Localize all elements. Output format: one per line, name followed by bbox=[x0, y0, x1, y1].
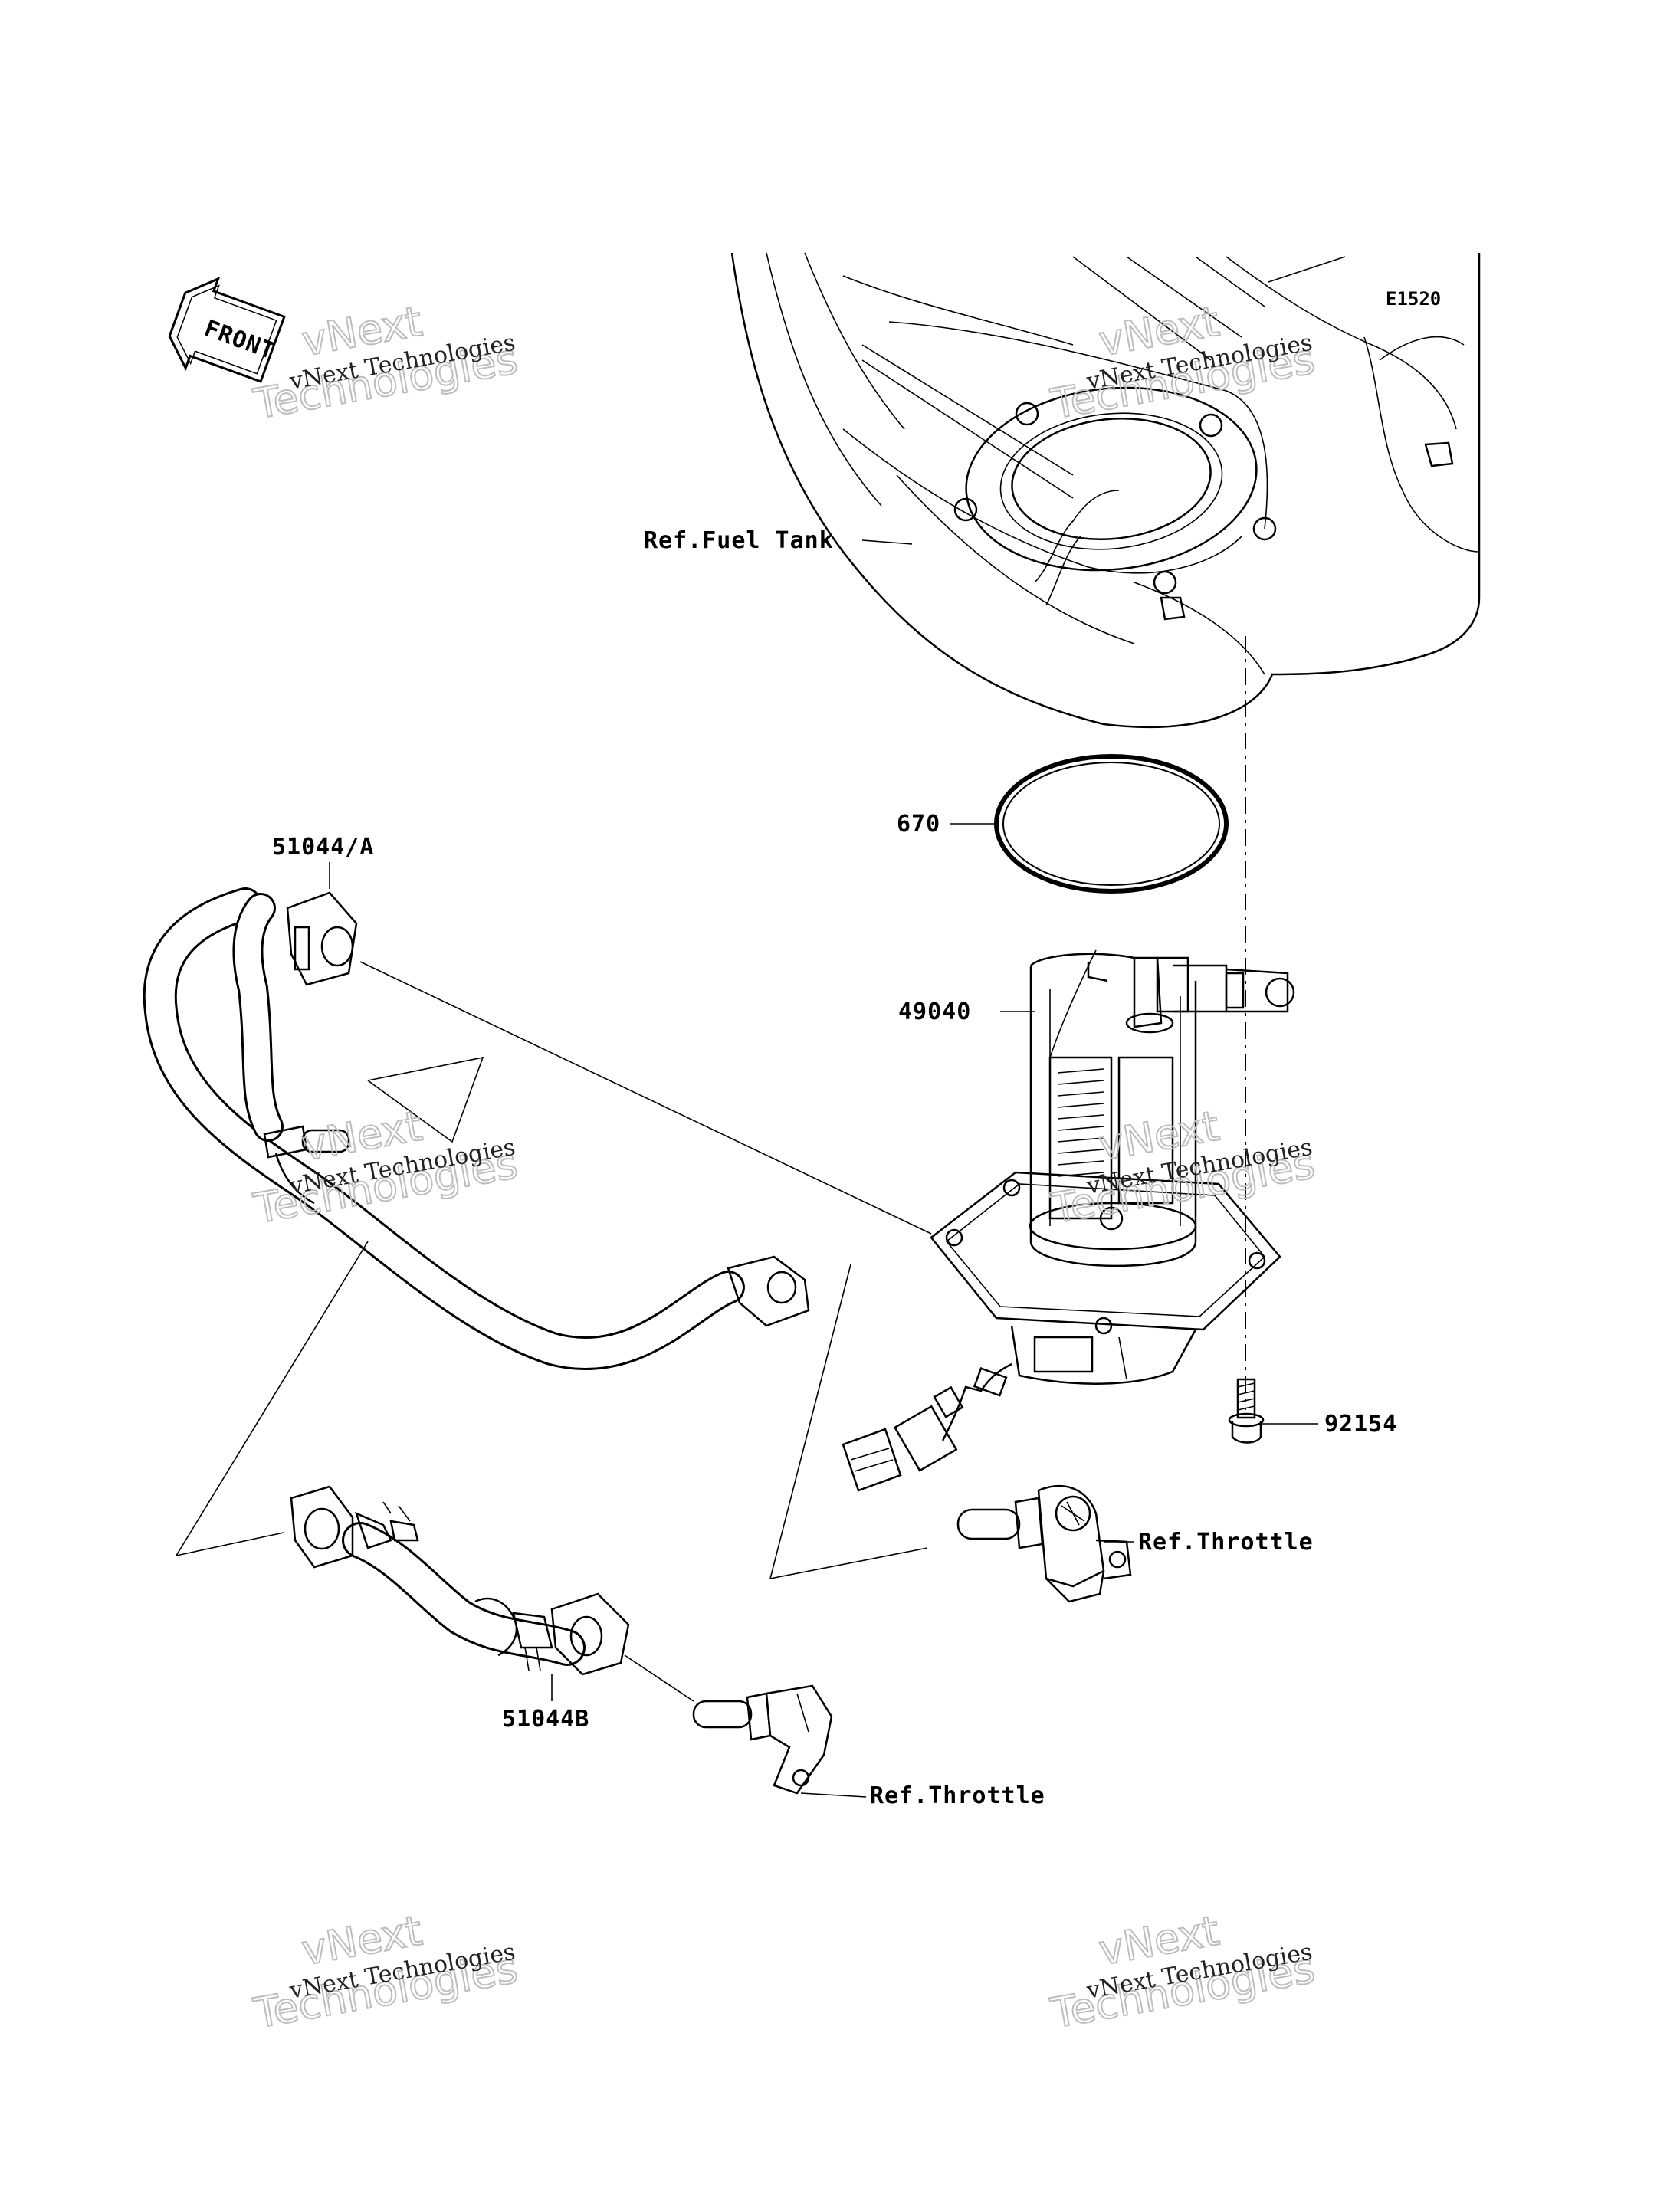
bolt bbox=[1228, 1378, 1265, 1444]
watermark-bottom-left: vNext Technologies vNext Technologies bbox=[249, 1906, 522, 2039]
throttle-fitting-upper bbox=[956, 1484, 1132, 1603]
watermark-top-right: vNext Technologies vNext Technologies bbox=[1046, 297, 1319, 430]
label-fuel-tank: Ref.Fuel Tank bbox=[644, 527, 834, 554]
watermark-mid-right: vNext Technologies vNext Technologies bbox=[1046, 1101, 1319, 1235]
label-bolt: 92154 bbox=[1324, 1411, 1397, 1438]
fuel-pump bbox=[842, 949, 1295, 1492]
fuel-tank bbox=[730, 252, 1481, 729]
throttle-fitting-lower bbox=[692, 1684, 833, 1795]
watermark-bottom-right: vNext Technologies vNext Technologies bbox=[1046, 1906, 1319, 2039]
label-fuel-pump: 49040 bbox=[898, 998, 971, 1025]
watermark-top-left: vNext Technologies vNext Technologies bbox=[249, 297, 522, 430]
label-o-ring: 670 bbox=[897, 811, 940, 838]
hose-b bbox=[290, 1485, 630, 1676]
label-hose-a: 51044/A bbox=[272, 834, 374, 861]
label-throttle-lower: Ref.Throttle bbox=[870, 1782, 1045, 1809]
front-arrow-icon: FRONT bbox=[168, 277, 286, 383]
label-throttle-upper: Ref.Throttle bbox=[1138, 1529, 1314, 1556]
hose-a bbox=[143, 887, 810, 1370]
label-hose-b: 51044B bbox=[502, 1706, 589, 1733]
o-ring bbox=[994, 754, 1229, 894]
diagram-code: E1520 bbox=[1386, 288, 1441, 310]
